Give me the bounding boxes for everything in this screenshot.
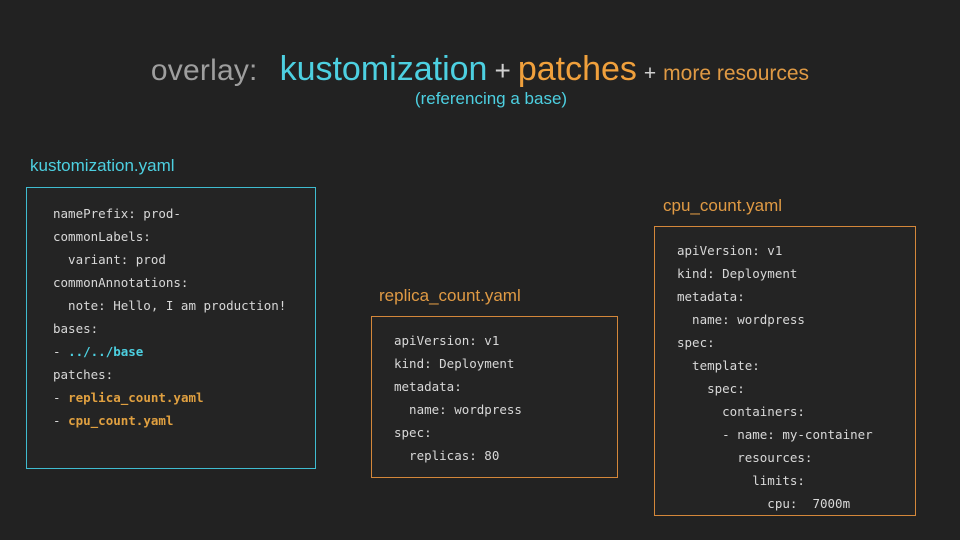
code-line: spec: bbox=[677, 377, 915, 400]
code-line: name: wordpress bbox=[394, 398, 617, 421]
code-token: - name: my-container bbox=[677, 427, 873, 442]
code-line: template: bbox=[677, 354, 915, 377]
code-token: cpu_count.yaml bbox=[68, 413, 174, 428]
code-token: resources: bbox=[677, 450, 813, 465]
code-token: replica_count.yaml bbox=[68, 390, 204, 405]
code-line: resources: bbox=[677, 446, 915, 469]
code-box-kustomization: namePrefix: prod-commonLabels: variant: … bbox=[26, 187, 316, 469]
code-line: patches: bbox=[53, 363, 315, 386]
slide-subtitle: (referencing a base) bbox=[0, 89, 960, 109]
code-token: patches: bbox=[53, 367, 114, 382]
code-token: spec: bbox=[394, 425, 432, 440]
code-token: template: bbox=[677, 358, 760, 373]
code-token: containers: bbox=[677, 404, 805, 419]
file-label-kustomization: kustomization.yaml bbox=[30, 156, 175, 175]
code-line: commonLabels: bbox=[53, 225, 315, 248]
code-body-kustomization: namePrefix: prod-commonLabels: variant: … bbox=[27, 188, 315, 432]
subtitle-text: (referencing a base) bbox=[414, 89, 568, 108]
code-line: replicas: 80 bbox=[394, 444, 617, 467]
code-token: variant: prod bbox=[53, 252, 166, 267]
code-token: limits: bbox=[677, 473, 805, 488]
code-line: containers: bbox=[677, 400, 915, 423]
code-token: metadata: bbox=[394, 379, 462, 394]
code-token: name: wordpress bbox=[394, 402, 522, 417]
code-token: ../../base bbox=[68, 344, 144, 359]
code-token: commonAnnotations: bbox=[53, 275, 189, 290]
code-token: - bbox=[53, 413, 69, 428]
title-overlay-label: overlay: bbox=[150, 54, 258, 87]
code-line: kind: Deployment bbox=[677, 262, 915, 285]
code-line: - ../../base bbox=[53, 340, 315, 363]
code-token: metadata: bbox=[677, 289, 745, 304]
file-label-replica-count: replica_count.yaml bbox=[379, 286, 521, 305]
title-term-more-resources: more resources bbox=[663, 62, 810, 85]
code-token: apiVersion: v1 bbox=[394, 333, 500, 348]
code-line: apiVersion: v1 bbox=[394, 329, 617, 352]
code-token: - bbox=[53, 390, 69, 405]
code-token: namePrefix: prod- bbox=[53, 206, 181, 221]
title-plus-2: + bbox=[643, 62, 657, 85]
file-label-cpu-count: cpu_count.yaml bbox=[663, 196, 783, 215]
code-token: name: wordpress bbox=[677, 312, 805, 327]
code-line: - name: my-container bbox=[677, 423, 915, 446]
slide-title: overlay:kustomization+patches+more resou… bbox=[0, 50, 960, 89]
code-line: variant: prod bbox=[53, 248, 315, 271]
code-token: commonLabels: bbox=[53, 229, 151, 244]
code-line: limits: bbox=[677, 469, 915, 492]
code-line: apiVersion: v1 bbox=[677, 239, 915, 262]
code-line: - cpu_count.yaml bbox=[53, 409, 315, 432]
title-term-kustomization: kustomization bbox=[279, 50, 488, 88]
code-line: metadata: bbox=[677, 285, 915, 308]
code-token: replicas: 80 bbox=[394, 448, 500, 463]
code-token: note: Hello, I am production! bbox=[53, 298, 287, 313]
title-plus-1: + bbox=[494, 55, 511, 86]
code-token: kind: Deployment bbox=[394, 356, 515, 371]
title-term-patches: patches bbox=[517, 50, 637, 88]
code-token: apiVersion: v1 bbox=[677, 243, 783, 258]
code-token: cpu: 7000m bbox=[677, 496, 851, 511]
code-line: name: wordpress bbox=[677, 308, 915, 331]
code-line: note: Hello, I am production! bbox=[53, 294, 315, 317]
code-token: spec: bbox=[677, 381, 745, 396]
code-token: - bbox=[53, 344, 69, 359]
code-line: bases: bbox=[53, 317, 315, 340]
code-line: spec: bbox=[394, 421, 617, 444]
code-line: - replica_count.yaml bbox=[53, 386, 315, 409]
code-token: bases: bbox=[53, 321, 99, 336]
code-line: spec: bbox=[677, 331, 915, 354]
code-line: kind: Deployment bbox=[394, 352, 617, 375]
code-line: commonAnnotations: bbox=[53, 271, 315, 294]
code-line: cpu: 7000m bbox=[677, 492, 915, 515]
code-line: namePrefix: prod- bbox=[53, 202, 315, 225]
code-line: metadata: bbox=[394, 375, 617, 398]
code-token: kind: Deployment bbox=[677, 266, 798, 281]
code-token: spec: bbox=[677, 335, 715, 350]
